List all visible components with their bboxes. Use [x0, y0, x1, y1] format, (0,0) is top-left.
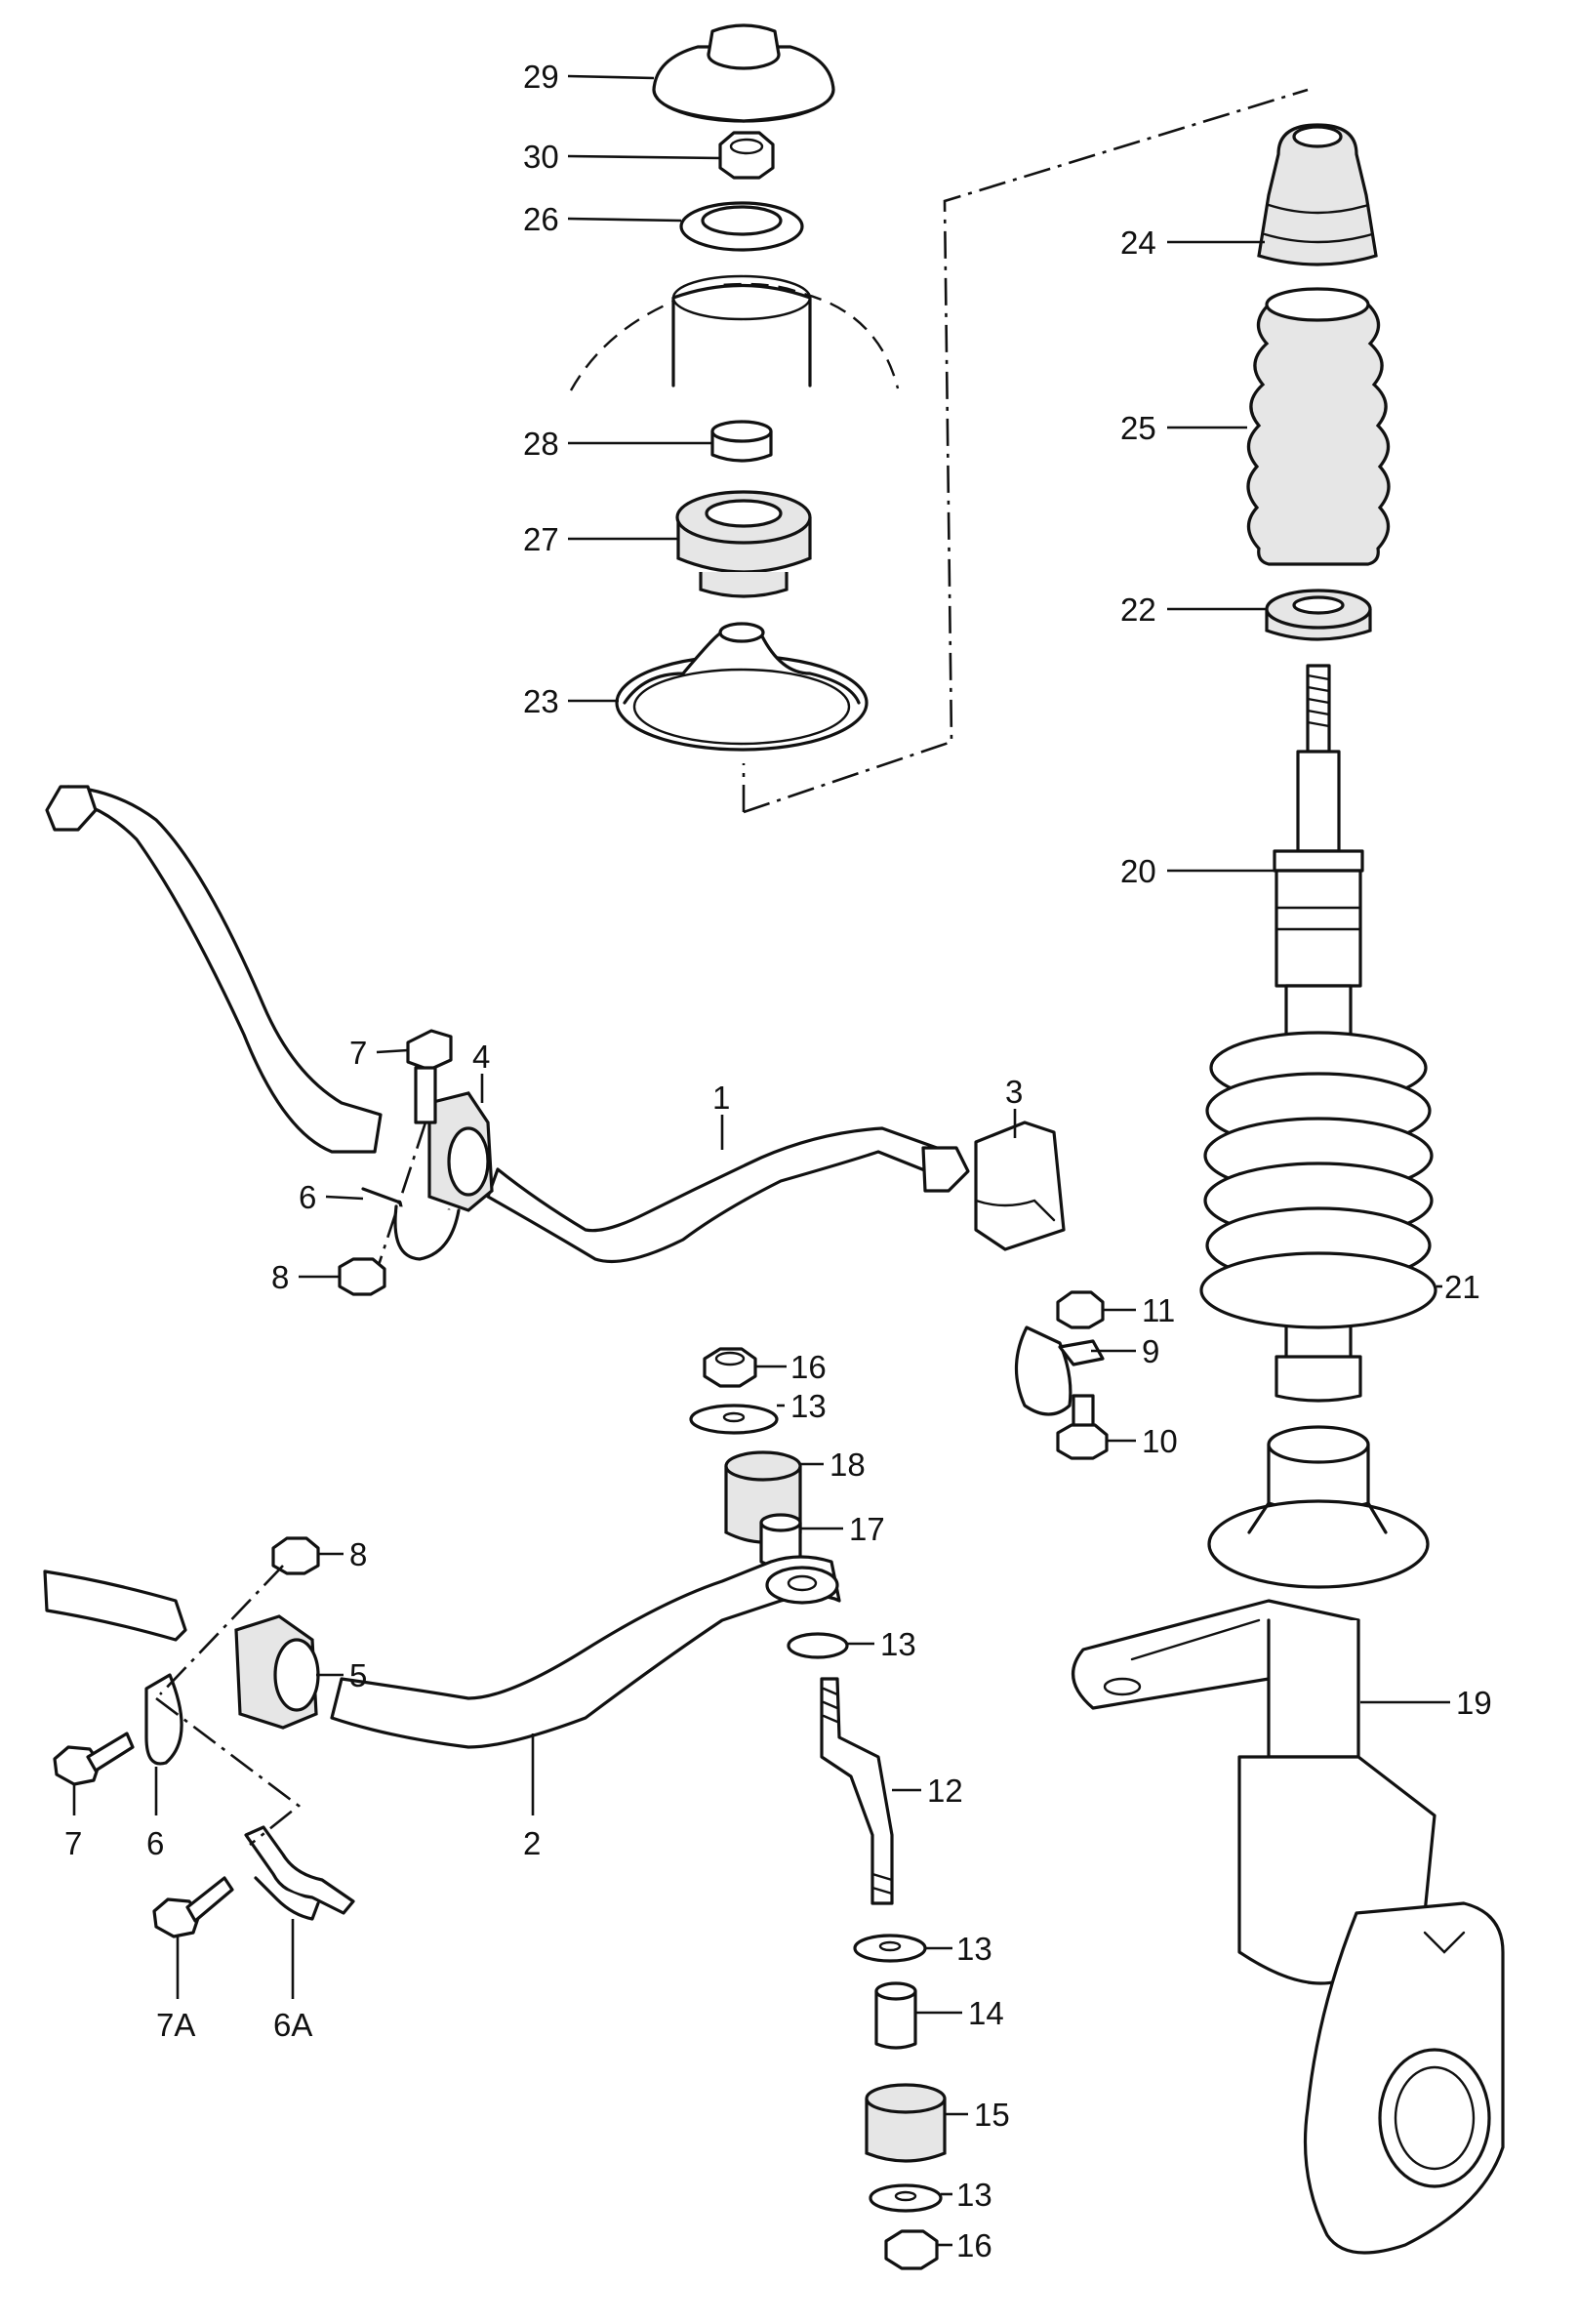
callout-7-lower: 7 — [64, 1825, 82, 1861]
callout-2: 2 — [523, 1825, 541, 1861]
callout-7-upper: 7 — [349, 1035, 367, 1071]
body-shell-outline — [569, 274, 900, 391]
callout-12: 12 — [927, 1773, 963, 1809]
callout-27: 27 — [523, 521, 559, 557]
part-24-bump-stop — [1257, 123, 1378, 266]
bolt-path-lower — [155, 1565, 302, 1847]
callout-19: 19 — [1456, 1685, 1492, 1721]
callout-28: 28 — [523, 426, 559, 462]
callout-24: 24 — [1120, 224, 1156, 261]
callout-16-bottom: 16 — [956, 2227, 992, 2263]
part-7A-bolt — [152, 1876, 234, 1938]
callout-25: 25 — [1120, 410, 1156, 446]
callout-6-lower: 6 — [146, 1825, 164, 1861]
part-28-sleeve — [710, 420, 773, 463]
callout-7A: 7A — [156, 2007, 195, 2043]
part-14-sleeve — [874, 1981, 917, 2050]
callout-11: 11 — [1142, 1292, 1175, 1328]
part-2-stabilizer-bar — [43, 1555, 841, 1749]
callout-23: 23 — [523, 683, 559, 719]
part-13-top-washer — [689, 1404, 779, 1435]
leader-lines — [72, 74, 1450, 2247]
part-22-bearing-ring — [1265, 589, 1372, 641]
part-15-bushing — [865, 2083, 947, 2163]
part-7-upper-bolt — [406, 1029, 453, 1124]
callout-20: 20 — [1120, 853, 1156, 889]
callout-9: 9 — [1142, 1333, 1159, 1369]
part-7-lower-bolt — [53, 1732, 135, 1786]
part-23-spring-seat — [615, 622, 869, 752]
callout-21: 21 — [1444, 1269, 1480, 1305]
part-8-lower-nut — [271, 1536, 320, 1575]
part-5-bushing — [234, 1614, 320, 1730]
callout-3: 3 — [1005, 1074, 1023, 1110]
part-13-mid-washer — [787, 1632, 849, 1659]
part-6-upper-clamp — [361, 1187, 461, 1261]
part-16-bottom-nut — [884, 2229, 939, 2270]
part-16-top-nut — [703, 1347, 757, 1388]
part-29-mount-cap — [652, 23, 835, 123]
part-4-clamp-bushing — [427, 1091, 494, 1212]
part-10-bolt — [1056, 1394, 1109, 1460]
callout-4: 4 — [472, 1039, 490, 1075]
part-1-stabilizer-bar — [45, 785, 970, 1264]
callout-13-bottom: 13 — [956, 2177, 992, 2213]
part-13-low-washer — [853, 1934, 927, 1963]
part-25-dust-boot — [1246, 287, 1391, 566]
callout-8-upper: 8 — [271, 1259, 289, 1295]
callout-13-mid: 13 — [880, 1626, 916, 1662]
part-6A-clamp — [244, 1825, 355, 1921]
callout-6A: 6A — [273, 2007, 312, 2043]
callout-22: 22 — [1120, 591, 1156, 628]
callout-13-low: 13 — [956, 1931, 992, 1967]
callout-10: 10 — [1142, 1423, 1178, 1459]
callout-14: 14 — [968, 1995, 1004, 2031]
callout-5: 5 — [349, 1657, 367, 1693]
callout-30: 30 — [523, 139, 559, 175]
callout-8-lower: 8 — [349, 1536, 367, 1572]
callout-labels: 29 30 26 24 25 28 27 22 23 20 7 4 1 3 6 … — [64, 59, 1492, 2263]
callout-13-top: 13 — [790, 1388, 827, 1424]
part-21-coil-spring — [1199, 1031, 1437, 1329]
bolt-path-upper — [377, 1121, 427, 1266]
callout-15: 15 — [974, 2097, 1010, 2133]
callout-18: 18 — [829, 1447, 866, 1483]
assembly-path — [742, 88, 1309, 814]
callout-1: 1 — [712, 1080, 730, 1116]
part-30-nut — [718, 131, 775, 180]
callout-17: 17 — [849, 1511, 885, 1547]
callout-29: 29 — [523, 59, 559, 95]
callout-16-top: 16 — [790, 1349, 827, 1385]
part-11-nut — [1056, 1290, 1105, 1329]
part-8-upper-nut — [338, 1257, 386, 1296]
callout-6-upper: 6 — [299, 1179, 316, 1215]
part-13-bottom-washer — [869, 2183, 943, 2213]
callout-26: 26 — [523, 201, 559, 237]
part-26-washer — [679, 201, 804, 252]
part-6-lower-clamp — [144, 1673, 183, 1766]
part-9-clamp — [1014, 1325, 1105, 1416]
part-19-strut-housing — [1072, 1425, 1505, 2255]
part-12-link-rod — [820, 1677, 894, 1905]
part-27-bearing — [675, 490, 812, 598]
part-3-end-bushing — [974, 1121, 1066, 1251]
